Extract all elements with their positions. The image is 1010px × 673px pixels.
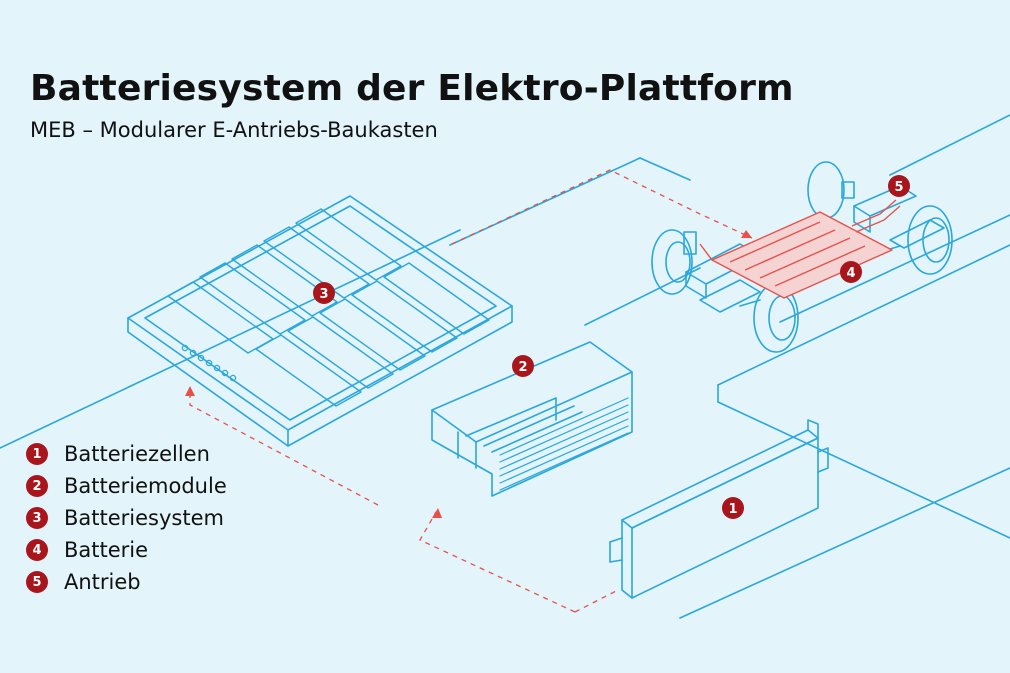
battery-cell-drawing [609, 419, 829, 599]
svg-text:1: 1 [728, 502, 737, 517]
legend-number-badge: 1 [26, 443, 48, 465]
legend-label: Batterie [64, 538, 149, 562]
arrowheads [185, 230, 752, 518]
page-title: Batteriesystem der Elektro-Plattform [30, 68, 794, 109]
legend: 1 Batteriezellen 2 Batteriemodule 3 Batt… [26, 438, 227, 598]
legend-label: Batteriesystem [64, 506, 224, 530]
svg-text:2: 2 [518, 360, 527, 375]
marker-system: 3 [313, 282, 335, 304]
marker-drive: 5 [888, 175, 910, 197]
legend-number-badge: 4 [26, 539, 48, 561]
marker-cell: 1 [722, 497, 744, 519]
legend-item: 2 Batteriemodule [26, 470, 227, 502]
legend-item: 4 Batterie [26, 534, 227, 566]
svg-text:3: 3 [319, 287, 328, 302]
svg-text:4: 4 [846, 266, 855, 281]
legend-number-badge: 3 [26, 507, 48, 529]
battery-module-drawing [431, 341, 633, 497]
marker-module: 2 [512, 355, 534, 377]
legend-item: 1 Batteriezellen [26, 438, 227, 470]
page-subtitle: MEB – Modularer E-Antriebs-Baukasten [30, 118, 438, 142]
legend-label: Batteriemodule [64, 474, 227, 498]
legend-number-badge: 2 [26, 475, 48, 497]
vehicle-battery-drawing [699, 199, 901, 299]
legend-label: Batteriezellen [64, 442, 210, 466]
flow-arrows [189, 169, 753, 613]
legend-label: Antrieb [64, 570, 141, 594]
legend-number-badge: 5 [26, 571, 48, 593]
svg-text:5: 5 [894, 180, 903, 195]
battery-system-drawing [127, 195, 513, 447]
marker-battery: 4 [840, 261, 862, 283]
legend-item: 5 Antrieb [26, 566, 227, 598]
legend-item: 3 Batteriesystem [26, 502, 227, 534]
